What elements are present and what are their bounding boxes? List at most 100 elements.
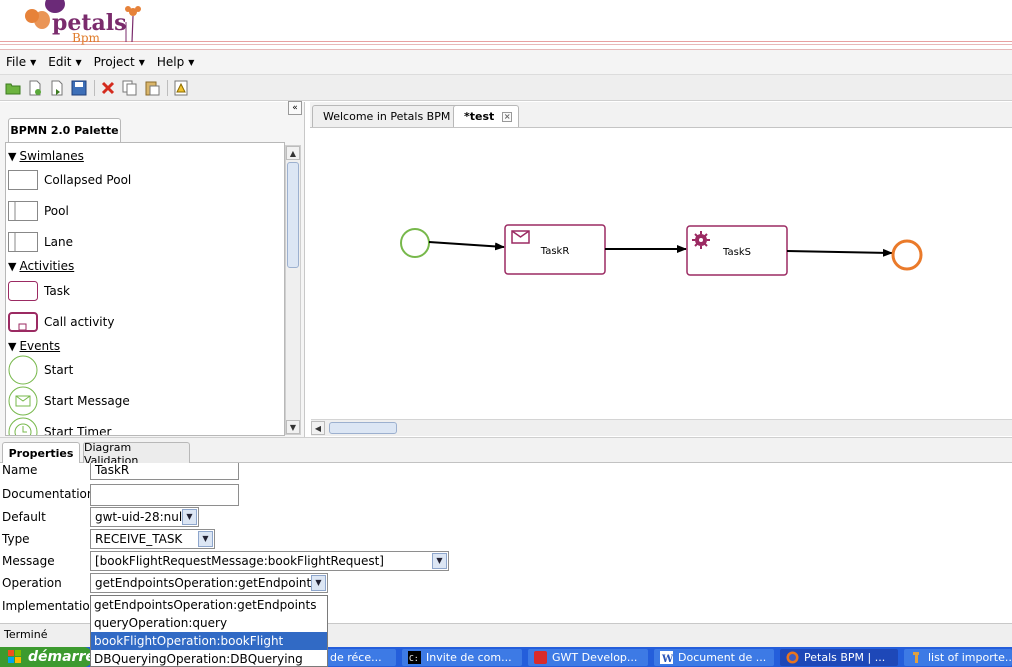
task-s[interactable]: TaskS <box>686 225 788 276</box>
import-button[interactable] <box>48 79 66 97</box>
editor-tab-bar: Welcome in Petals BPM × *test × <box>310 102 1012 128</box>
close-icon[interactable]: × <box>502 111 513 122</box>
palette-section-events[interactable]: ▼ Events <box>8 333 60 359</box>
end-event <box>891 239 923 271</box>
word-doc-icon: W <box>660 651 673 664</box>
scroll-down-icon[interactable]: ▼ <box>286 420 300 434</box>
item-label: Pool <box>44 204 69 218</box>
taskbar-item-label: de réce... <box>330 651 382 664</box>
menu-file[interactable]: File▼ <box>6 55 36 69</box>
taskbar-item-reception[interactable]: de réce... <box>310 649 396 666</box>
task-s-label: TaskS <box>722 247 751 258</box>
validate-button[interactable] <box>172 79 190 97</box>
message-label: Message <box>2 554 55 568</box>
scroll-thumb[interactable] <box>329 422 397 434</box>
pool-icon <box>8 201 38 221</box>
menu-project[interactable]: Project▼ <box>94 55 145 69</box>
taskbar-item-label: list of importe... <box>928 651 1012 664</box>
section-label: Events <box>19 339 61 353</box>
start-message-icon <box>8 386 38 416</box>
save-button[interactable] <box>70 79 88 97</box>
documentation-field[interactable] <box>90 484 239 506</box>
taskbar-item-list[interactable]: list of importe... <box>904 649 1012 666</box>
taskbar-item-label: GWT Develop... <box>552 651 638 664</box>
collapse-panel-button[interactable]: « <box>288 101 302 115</box>
diagram-canvas[interactable]: TaskR TaskS <box>311 129 1012 419</box>
save-icon <box>71 80 87 95</box>
new-diagram-button[interactable] <box>26 79 44 97</box>
taskbar-item-label: Document de ... <box>678 651 767 664</box>
chevron-down-icon[interactable]: ▼ <box>198 531 213 547</box>
item-label: Collapsed Pool <box>44 173 132 187</box>
palette-item-start[interactable]: Start <box>8 355 73 385</box>
operation-option[interactable]: queryOperation:query <box>94 616 228 630</box>
console-icon: C: <box>408 651 421 664</box>
chevron-down-icon[interactable]: ▼ <box>311 575 326 591</box>
default-select[interactable]: gwt-uid-28:null ▼ <box>90 507 199 527</box>
palette-section-activities[interactable]: ▼ Activities <box>8 253 74 279</box>
name-field[interactable]: TaskR <box>90 463 239 480</box>
paste-button[interactable] <box>143 79 161 97</box>
palette-section-swimlanes[interactable]: ▼ Swimlanes <box>8 143 84 169</box>
logo-subtext: Bpm <box>72 31 100 45</box>
operation-label: Operation <box>2 576 62 590</box>
scroll-left-icon[interactable]: ◀ <box>311 421 325 435</box>
palette-item-start-message[interactable]: Start Message <box>8 386 130 416</box>
canvas-horizontal-scrollbar[interactable]: ◀ <box>311 419 1012 436</box>
start-event-icon <box>8 355 38 385</box>
properties-tab-bar: Properties Diagram Validation <box>0 437 1012 467</box>
taskbar-item-document[interactable]: W Document de ... <box>654 649 774 666</box>
palette-item-task[interactable]: Task <box>8 278 70 304</box>
palette-item-start-timer[interactable]: Start Timer <box>8 417 112 436</box>
task-r[interactable]: TaskR <box>504 224 606 275</box>
windows-logo-icon <box>8 650 21 663</box>
sequence-flow <box>428 241 505 251</box>
item-label: Call activity <box>44 315 115 329</box>
taskbar-item-label: Petals BPM | ... <box>804 651 886 664</box>
chevron-down-icon[interactable]: ▼ <box>432 553 447 569</box>
gear-icon <box>692 231 710 249</box>
firefox-icon <box>786 651 799 664</box>
call-activity-icon <box>8 312 38 332</box>
copy-button[interactable] <box>121 79 139 97</box>
copy-icon <box>122 80 137 95</box>
item-label: Lane <box>44 235 74 249</box>
message-select[interactable]: [bookFlightRequestMessage:bookFlightRequ… <box>90 551 449 571</box>
menu-help[interactable]: Help▼ <box>157 55 195 69</box>
chevron-down-icon[interactable]: ▼ <box>182 509 197 525</box>
double-chevron-left-icon: « <box>292 103 298 113</box>
type-select[interactable]: RECEIVE_TASK ▼ <box>90 529 215 549</box>
taskbar-item-petals-bpm[interactable]: Petals BPM | ... <box>780 649 898 666</box>
start-button[interactable]: démarrer <box>0 647 102 667</box>
caret-down-icon: ▼ <box>75 57 82 67</box>
caret-down-icon: ▼ <box>138 57 145 67</box>
tab-properties[interactable]: Properties <box>2 442 80 464</box>
scroll-thumb[interactable] <box>287 162 299 268</box>
paste-icon <box>145 81 160 95</box>
operation-select[interactable]: getEndpointsOperation:getEndpoints ▼ <box>90 573 328 593</box>
tab-test[interactable]: *test × <box>453 105 520 127</box>
palette-item-pool[interactable]: Pool <box>8 198 69 224</box>
operation-option[interactable]: DBQueryingOperation:DBQuerying <box>94 652 303 666</box>
item-label: Start Timer <box>44 425 112 436</box>
palette-item-lane[interactable]: Lane <box>8 229 73 255</box>
tab-welcome[interactable]: Welcome in Petals BPM × <box>312 105 476 127</box>
operation-option-highlighted[interactable]: bookFlightOperation:bookFlight <box>91 632 327 650</box>
palette-item-call-activity[interactable]: Call activity <box>8 309 114 335</box>
triangle-down-icon: ▼ <box>8 259 17 273</box>
taskbar-item-command-prompt[interactable]: C: Invite de com... <box>402 649 522 666</box>
app-header: petals Bpm <box>0 0 1012 50</box>
delete-button[interactable] <box>99 79 117 97</box>
menu-edit[interactable]: Edit▼ <box>48 55 81 69</box>
item-label: Start Message <box>44 394 130 408</box>
tab-diagram-validation[interactable]: Diagram Validation <box>83 441 190 467</box>
open-folder-button[interactable] <box>4 79 22 97</box>
menu-project-label: Project <box>93 55 135 69</box>
palette-tab[interactable]: BPMN 2.0 Palette <box>8 118 121 142</box>
scroll-up-icon[interactable]: ▲ <box>286 146 300 160</box>
palette-item-collapsed-pool[interactable]: Collapsed Pool <box>8 167 131 193</box>
operation-option[interactable]: getEndpointsOperation:getEndpoints <box>94 598 317 612</box>
taskbar-item-gwt[interactable]: GWT Develop... <box>528 649 648 666</box>
palette-scrollbar[interactable]: ▲ ▼ <box>285 145 301 435</box>
